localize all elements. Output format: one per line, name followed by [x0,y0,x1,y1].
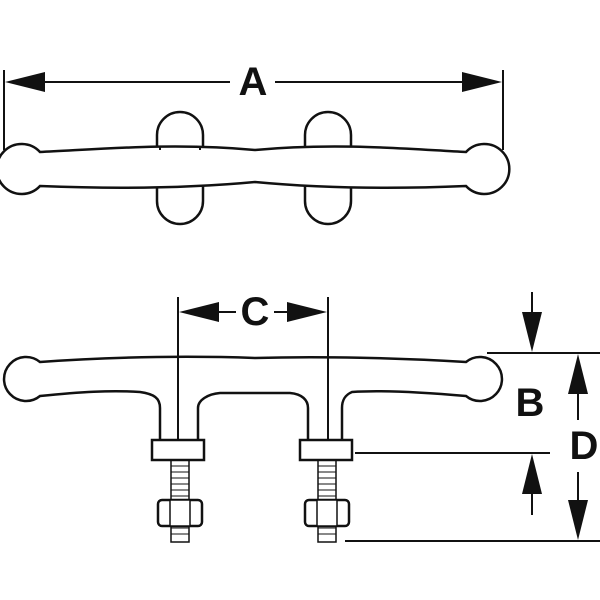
arrow-down-icon [568,500,588,540]
cleat-top-view [0,110,511,226]
side-cleat-body [2,355,504,444]
label-d: D [570,424,599,468]
label-c: C [241,290,270,334]
label-a: A [239,60,268,104]
arrow-up-icon [522,454,542,494]
base-left [150,438,206,462]
dimension-a: A [3,60,504,150]
arrow-down-icon [522,312,542,352]
label-b: B [516,381,545,425]
cleat-side-view [2,355,504,543]
top-cleat-body [0,142,511,196]
bolt-right [303,457,351,543]
arrow-left-icon [179,302,219,322]
arrow-up-icon [568,354,588,394]
arrow-right-icon [462,72,502,92]
arrow-right-icon [287,302,327,322]
dimension-b: B [355,292,600,515]
arrow-left-icon [5,72,45,92]
base-right [298,438,354,462]
dimension-c: C [177,290,329,440]
bolt-left [156,457,204,543]
dimension-d: D [345,354,600,542]
